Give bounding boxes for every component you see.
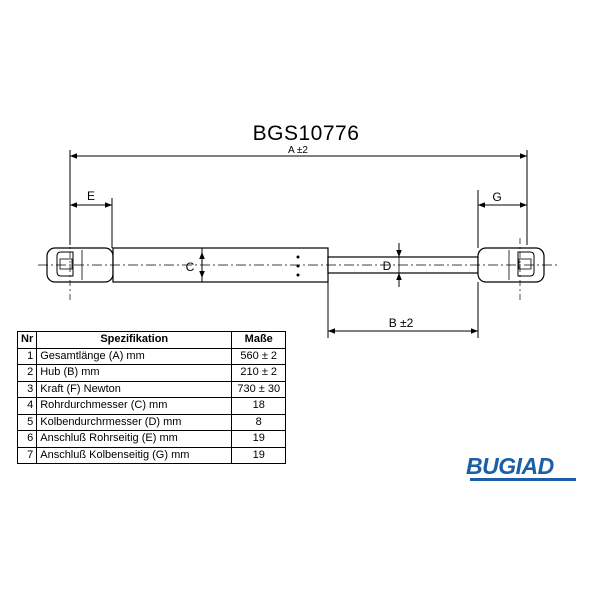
table-row: 3 Kraft (F) Newton 730 ± 30 — [16, 380, 287, 398]
dimension-a-label: A ±2 — [288, 145, 308, 156]
row-nr: 1 — [16, 347, 38, 365]
row-spec: Anschluß Rohrseitig (E) mm — [36, 430, 233, 448]
table-row: 1 Gesamtlänge (A) mm 560 ± 2 — [16, 347, 287, 365]
row-spec: Gesamtlänge (A) mm — [36, 347, 233, 365]
dimension-e: E — [70, 189, 113, 248]
row-nr: 5 — [16, 413, 38, 431]
row-nr: 3 — [16, 380, 38, 398]
row-nr: 2 — [16, 364, 38, 382]
dimension-a: A ±2 — [69, 145, 528, 245]
dimension-g: G — [477, 190, 527, 248]
table-row: 5 Kolbendurchrmesser (D) mm 8 — [16, 413, 287, 431]
row-nr: 4 — [16, 397, 38, 415]
dimension-c-label: C — [186, 260, 195, 274]
header-value: Maße — [231, 331, 287, 349]
row-value: 210 ± 2 — [231, 364, 287, 382]
row-value: 19 — [231, 430, 287, 448]
dimension-e-label: E — [87, 189, 95, 203]
row-spec: Hub (B) mm — [36, 364, 233, 382]
dimension-b-label: B ±2 — [389, 316, 414, 330]
part-number-title: BGS10776 — [252, 122, 360, 145]
dimension-d: D — [383, 243, 402, 287]
dimension-d-label: D — [383, 259, 392, 273]
row-spec: Kraft (F) Newton — [36, 380, 233, 398]
table-row: 2 Hub (B) mm 210 ± 2 — [16, 364, 287, 382]
dimension-c: C — [186, 252, 205, 278]
bugiad-logo: BUGIAD — [466, 453, 554, 479]
row-nr: 6 — [16, 430, 38, 448]
table-row: 7 Anschluß Kolbenseitig (G) mm 19 — [16, 446, 287, 464]
table-header-row: Nr Spezifikation Maße — [16, 331, 287, 349]
header-spec: Spezifikation — [36, 331, 233, 349]
row-spec: Rohrdurchmesser (C) mm — [36, 397, 233, 415]
row-spec: Anschluß Kolbenseitig (G) mm — [36, 446, 233, 464]
header-nr: Nr — [16, 331, 38, 349]
row-value: 730 ± 30 — [231, 380, 287, 398]
row-value: 8 — [231, 413, 287, 431]
gas-spring — [38, 238, 560, 302]
table-row: 4 Rohrdurchmesser (C) mm 18 — [16, 397, 287, 415]
logo-underline — [470, 478, 576, 481]
row-spec: Kolbendurchrmesser (D) mm — [36, 413, 233, 431]
row-nr: 7 — [16, 446, 38, 464]
row-value: 560 ± 2 — [231, 347, 287, 365]
dimension-g-label: G — [492, 190, 501, 204]
row-value: 18 — [231, 397, 287, 415]
table-row: 6 Anschluß Rohrseitig (E) mm 19 — [16, 430, 287, 448]
dimension-b: B ±2 — [327, 282, 479, 338]
specification-table: Nr Spezifikation Maße 1 Gesamtlänge (A) … — [16, 331, 287, 464]
row-value: 19 — [231, 446, 287, 464]
